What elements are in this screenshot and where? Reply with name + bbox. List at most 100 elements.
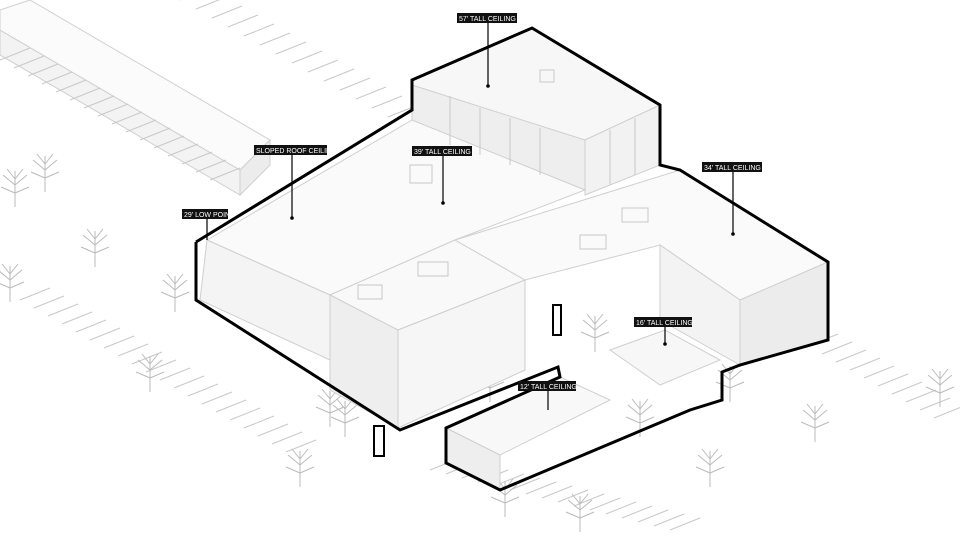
- tree-icon: [330, 398, 360, 437]
- parking-stripe: [117, 343, 149, 357]
- parking-stripe: [125, 119, 157, 133]
- parking-stripe: [153, 135, 185, 149]
- tree-icon: [80, 228, 110, 267]
- parking-stripe: [821, 341, 853, 355]
- parking-stripe: [863, 365, 895, 379]
- parking-stripe: [891, 381, 923, 395]
- parking-stripe: [835, 349, 867, 363]
- building-masses: [199, 27, 830, 491]
- label-29-low-point: 29' LOW POINT: [182, 209, 235, 240]
- parking-stripe: [919, 397, 951, 411]
- parking-stripe: [75, 319, 107, 333]
- parking-stripe: [243, 23, 275, 37]
- building-outline: [194, 26, 830, 492]
- parking-stripe: [243, 415, 275, 429]
- parking-stripe: [525, 481, 557, 495]
- tree-icon: [0, 263, 25, 302]
- parking-stripe: [323, 68, 355, 82]
- parking-stripe: [195, 0, 220, 10]
- parking-stripe: [145, 359, 177, 373]
- parking-lot: [0, 0, 960, 531]
- parking-stripe: [905, 389, 937, 403]
- parking-stripe: [275, 41, 307, 55]
- neighbor-building: [0, 0, 271, 197]
- parking-stripe: [339, 77, 371, 91]
- parking-stripe: [605, 501, 637, 515]
- label-text: 57' TALL CEILING: [459, 16, 516, 23]
- parking-stripe: [167, 143, 199, 157]
- parking-stripe: [355, 86, 387, 100]
- parking-stripe: [229, 407, 261, 421]
- label-39-tall-ceiling: 39' TALL CEILING: [412, 146, 472, 205]
- tree-icon: [580, 313, 610, 352]
- parking-stripe: [637, 509, 669, 523]
- parking-stripe: [61, 311, 93, 325]
- parking-stripe: [215, 399, 247, 413]
- label-text: 12' TALL CEILING: [520, 384, 577, 391]
- parking-stripe: [159, 367, 191, 381]
- parking-stripe: [173, 375, 205, 389]
- parking-stripe: [271, 431, 303, 445]
- parking-stripe: [187, 383, 219, 397]
- parking-stripe: [97, 103, 129, 117]
- parking-stripe: [27, 63, 59, 77]
- tree-icon: [160, 273, 190, 312]
- tree-icon: [285, 448, 315, 487]
- parking-stripe: [211, 5, 243, 19]
- parking-stripe: [19, 287, 51, 301]
- tree-icon: [565, 493, 595, 532]
- parking-stripe: [131, 351, 163, 365]
- parking-stripe: [573, 493, 605, 507]
- parking-stripe: [257, 423, 289, 437]
- label-12-tall-ceiling: 12' TALL CEILING: [518, 381, 577, 410]
- parking-stripe: [139, 127, 171, 141]
- parking-stripe: [181, 151, 213, 165]
- label-57-tall-ceiling: 57' TALL CEILING: [457, 13, 517, 88]
- label-16-tall-ceiling: 16' TALL CEILING: [634, 317, 693, 346]
- parking-stripe: [849, 357, 881, 371]
- sign-post: [552, 304, 562, 336]
- tree-icon: [800, 403, 830, 442]
- parking-stripe: [47, 303, 79, 317]
- parking-stripe: [33, 295, 65, 309]
- parking-stripe: [621, 505, 653, 519]
- parking-stripe: [103, 335, 135, 349]
- parking-stripe: [69, 87, 101, 101]
- parking-stripe: [509, 477, 541, 491]
- parking-stripe: [307, 59, 339, 73]
- tree-icon: [135, 353, 165, 392]
- tree-icon: [695, 448, 725, 487]
- parking-stripe: [195, 159, 227, 173]
- parking-stripe: [291, 50, 323, 64]
- sign-post: [373, 425, 385, 457]
- parking-stripe: [227, 14, 259, 28]
- tree-icon: [0, 168, 30, 207]
- label-text: 39' TALL CEILING: [414, 149, 471, 156]
- parking-stripe: [371, 95, 403, 109]
- label-sloped-roof-ceiling: SLOPED ROOF CEILING: [254, 145, 337, 220]
- parking-stripe: [541, 485, 573, 499]
- parking-stripe: [669, 517, 701, 531]
- parking-stripe: [0, 47, 31, 61]
- parking-stripe: [201, 391, 233, 405]
- parking-stripe: [55, 79, 87, 93]
- label-text: 29' LOW POINT: [184, 212, 235, 219]
- parking-stripe: [41, 71, 73, 85]
- parking-stripe: [89, 327, 121, 341]
- label-text: SLOPED ROOF CEILING: [256, 148, 337, 155]
- parking-stripe: [13, 55, 45, 69]
- tree-icon: [315, 388, 345, 427]
- parking-stripe: [209, 167, 241, 181]
- parking-stripe: [877, 373, 909, 387]
- label-text: 16' TALL CEILING: [636, 320, 693, 327]
- parking-stripe: [933, 407, 960, 419]
- parking-stripe: [285, 439, 317, 453]
- parking-stripe: [111, 111, 143, 125]
- parking-stripe: [653, 513, 685, 527]
- tree-icon: [925, 368, 955, 407]
- parking-stripe: [83, 95, 115, 109]
- parking-stripe: [589, 497, 621, 511]
- label-text: 34' TALL CEILING: [704, 165, 761, 172]
- label-34-tall-ceiling: 34' TALL CEILING: [702, 162, 762, 236]
